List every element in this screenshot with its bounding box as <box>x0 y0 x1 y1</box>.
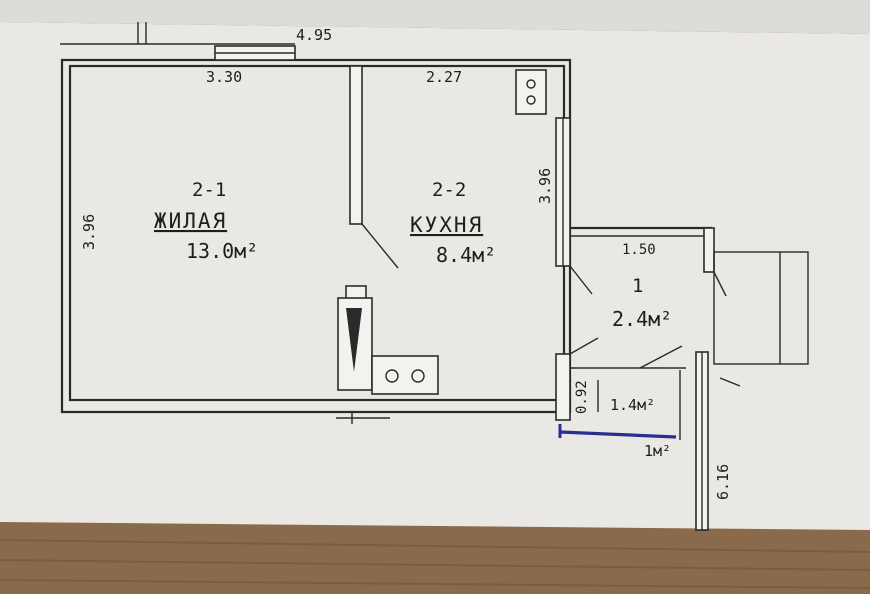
paper-top-shadow <box>0 0 870 34</box>
room-living-name: ЖИЛАЯ <box>154 209 227 233</box>
pen-mark <box>559 430 677 439</box>
room-hall-number: 1 <box>632 275 643 297</box>
room-living-number: 2-1 <box>192 179 226 201</box>
dim-kitchen-width: 2.27 <box>426 68 462 86</box>
dim-living-depth: 3.96 <box>80 214 98 250</box>
dim-kitchen-depth: 3.96 <box>536 168 554 204</box>
partition-living-kitchen <box>349 65 399 269</box>
room-kitchen-area: 8.4м² <box>436 243 496 267</box>
hall-area <box>555 226 809 531</box>
room-kitchen-number: 2-2 <box>432 179 466 201</box>
dim-closet-width: 0.92 <box>574 380 590 414</box>
dim-total-width: 4.95 <box>296 26 332 44</box>
paper-sheet <box>0 22 870 530</box>
dim-hall-width: 1.50 <box>622 242 656 258</box>
room-closet-area: 1.4м² <box>610 396 655 414</box>
kitchen-right-wall <box>515 69 571 267</box>
top-fragment <box>60 22 295 45</box>
room-hall-area: 2.4м² <box>612 307 672 331</box>
dim-living-width: 3.30 <box>206 68 242 86</box>
dim-side-length: 6.16 <box>714 464 732 500</box>
table-surface <box>0 539 870 589</box>
room-kitchen-name: КУХНЯ <box>410 213 483 237</box>
room-living-area: 13.0м² <box>186 239 258 263</box>
room-small-area: 1м² <box>644 442 671 460</box>
oven-block <box>337 285 439 395</box>
